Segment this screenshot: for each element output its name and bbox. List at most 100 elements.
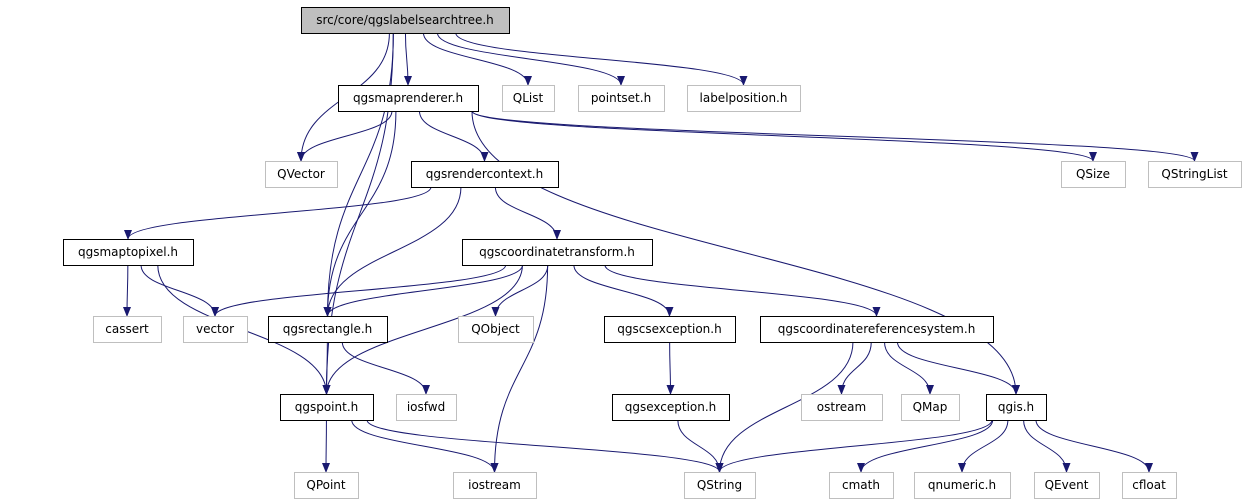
node-qgsrectangle[interactable]: qgsrectangle.h (268, 316, 388, 343)
node-cassert: cassert (93, 316, 162, 343)
edge-qgscoordinatereferencesystem-to-qmap (884, 341, 934, 395)
node-qstringlist: QStringList (1148, 161, 1242, 188)
node-qgsmaprenderer[interactable]: qgsmaprenderer.h (338, 85, 479, 112)
edge-qgsrectangle-to-qgspoint (322, 341, 331, 395)
node-box (914, 472, 1011, 499)
node-qgsrendercontext[interactable]: qgsrendercontext.h (411, 161, 559, 188)
node-qgsexception[interactable]: qgsexception.h (612, 394, 730, 421)
node-qsize: QSize (1061, 161, 1126, 188)
node-box (338, 85, 479, 112)
node-box (411, 161, 559, 188)
node-box (684, 472, 756, 499)
node-box (612, 394, 730, 421)
node-vector: vector (183, 316, 248, 343)
nodes: src/core/qgslabelsearchtree.h qgsmaprende… (63, 7, 1242, 499)
node-box (502, 85, 555, 112)
edge-qgis-to-cfloat (1035, 419, 1153, 473)
node-pointset: pointset.h (578, 85, 665, 112)
node-qlist: QList (502, 85, 555, 112)
edge-qgscsexception-to-qgsexception (666, 341, 675, 395)
node-label: QList (513, 91, 544, 105)
edge-qgsrendercontext-to-qgsrectangle (323, 186, 462, 317)
node-label: iostream (468, 478, 521, 492)
edge-qgsrendercontext-to-qgsmaptopixel (124, 186, 432, 240)
edge-qgsmaprenderer-to-qgsrendercontext (418, 110, 489, 162)
edge-qgscoordinatetransform-to-vector (211, 264, 507, 317)
node-box (462, 239, 653, 266)
edge-qgis-to-qnumeric (958, 419, 1009, 473)
node-label: qnumeric.h (928, 478, 996, 492)
node-qgsmaptopixel[interactable]: qgsmaptopixel.h (63, 239, 194, 266)
node-label: cassert (105, 322, 149, 336)
node-iosfwd: iosfwd (396, 394, 457, 421)
node-ostream: ostream (801, 394, 883, 421)
node-box (760, 316, 994, 343)
node-label: qgsrendercontext.h (426, 167, 543, 181)
node-box (458, 316, 534, 343)
node-cfloat: cfloat (1122, 472, 1177, 499)
node-labelposition: labelposition.h (687, 85, 801, 112)
node-box (1122, 472, 1177, 499)
node-box (265, 161, 338, 188)
node-box (63, 239, 194, 266)
edge-qgslabelsearchtree-to-qgsrectangle (323, 32, 394, 317)
node-label: iosfwd (407, 400, 445, 414)
edge-qgsmaptopixel-to-cassert (123, 264, 132, 317)
node-qmap: QMap (901, 394, 960, 421)
node-label: QString (697, 478, 742, 492)
edge-qgspoint-to-qstring (366, 419, 724, 473)
node-label: pointset.h (591, 91, 651, 105)
node-label: qgis.h (998, 400, 1034, 414)
node-box (301, 7, 510, 34)
node-label: ostream (817, 400, 866, 414)
node-qgslabelsearchtree[interactable]: src/core/qgslabelsearchtree.h (301, 7, 510, 34)
node-box (604, 316, 736, 343)
node-qvector: QVector (265, 161, 338, 188)
node-qgis[interactable]: qgis.h (986, 394, 1047, 421)
node-label: qgscoordinatetransform.h (479, 245, 635, 259)
edge-qgsmaprenderer-to-qsize (471, 110, 1097, 162)
node-box (1034, 472, 1100, 499)
node-label: QStringList (1161, 167, 1228, 181)
node-qgscsexception[interactable]: qgscsexception.h (604, 316, 736, 343)
node-box (453, 472, 537, 499)
node-qobject: QObject (458, 316, 534, 343)
edge-qgscoordinatetransform-to-iostream (490, 264, 549, 473)
node-label: qgsexception.h (625, 400, 717, 414)
edge-qgis-to-qstring (715, 419, 993, 473)
edge-qgspoint-to-iostream (351, 419, 499, 473)
node-label: vector (196, 322, 234, 336)
node-label: src/core/qgslabelsearchtree.h (316, 13, 494, 27)
node-label: QObject (471, 322, 520, 336)
node-box (901, 394, 960, 421)
node-qgscoordinatereferencesystem[interactable]: qgscoordinatereferencesystem.h (760, 316, 994, 343)
edge-qgsmaprenderer-to-qgsrectangle (323, 110, 397, 317)
node-label: QSize (1076, 167, 1110, 181)
edge-qgscoordinatereferencesystem-to-qgis (896, 341, 1020, 395)
node-qgscoordinatetransform[interactable]: qgscoordinatetransform.h (462, 239, 653, 266)
node-qevent: QEvent (1034, 472, 1100, 499)
node-box (986, 394, 1047, 421)
edge-qgis-to-qevent (1023, 419, 1071, 473)
node-box (396, 394, 457, 421)
edge-qgscoordinatetransform-to-qgscoordinatereferencesystem (604, 264, 881, 317)
node-box (687, 85, 801, 112)
edge-qgscoordinatetransform-to-qgspoint (322, 264, 523, 395)
node-box (280, 394, 374, 421)
node-box (1061, 161, 1126, 188)
node-box (268, 316, 388, 343)
node-cmath: cmath (829, 472, 894, 499)
node-box (829, 472, 894, 499)
edge-qgscoordinatetransform-to-qgscsexception (573, 264, 674, 317)
edge-qgslabelsearchtree-to-qlist (422, 32, 532, 86)
edge-qgscoordinatereferencesystem-to-ostream (837, 341, 872, 395)
node-qnumeric: qnumeric.h (914, 472, 1011, 499)
node-box (801, 394, 883, 421)
edge-qgslabelsearchtree-to-labelposition (455, 32, 748, 86)
node-label: qgsmaptopixel.h (78, 245, 178, 259)
node-qgspoint[interactable]: qgspoint.h (280, 394, 374, 421)
edge-qgsexception-to-qstring (677, 419, 724, 473)
node-label: qgscsexception.h (617, 322, 721, 336)
node-label: labelposition.h (700, 91, 788, 105)
edges (123, 32, 1199, 473)
